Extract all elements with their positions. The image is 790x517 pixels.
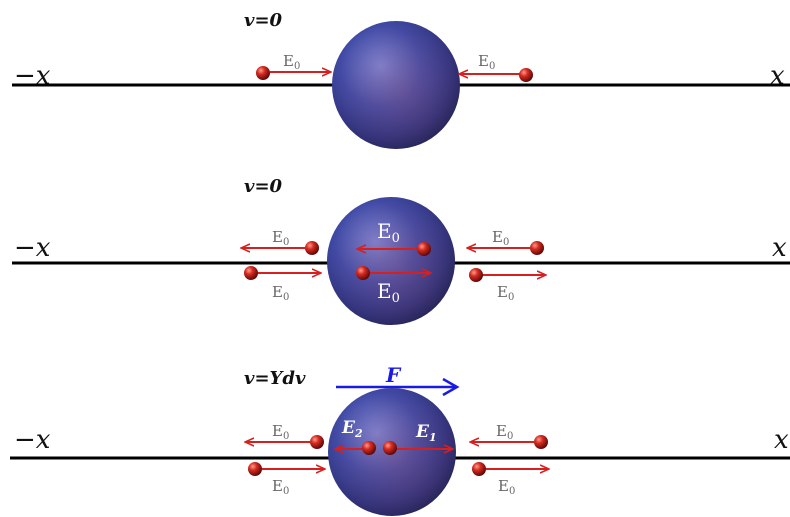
neg-x-label-2: −x [14,233,51,263]
energy-label: E0 [283,52,300,72]
particle-inner-right-2 [417,242,431,256]
particle-out-left-2 [305,241,319,255]
energy-label: E0 [478,52,495,72]
particle-in-right-3 [472,462,486,476]
panel-1: −x x v=0 E0 E0 [12,10,790,149]
particle-out-right-3 [534,435,548,449]
panel-2: −x x v=0 E0 E0 E0 E0 E0 E0 [12,176,790,325]
velocity-label-3: v=Ydv [244,368,306,389]
particle-in-right-2 [469,268,483,282]
panel-3: −x x v=Ydv F E0 E0 E2 E1 E0 E0 [10,363,790,516]
sphere-2 [327,197,455,325]
energy-label: E0 [272,283,289,303]
pos-x-label-3: x [774,425,789,455]
pos-x-label-2: x [772,233,787,263]
energy-label: E0 [492,228,509,248]
particle-inner-right-3 [383,441,397,455]
particle-inner-left-3 [362,441,376,455]
energy-label: E0 [272,228,289,248]
particle-in-left-3 [248,462,262,476]
particle-in-left-2 [244,266,258,280]
particle-inner-left-2 [356,266,370,280]
velocity-label-2: v=0 [244,176,283,197]
particle-right-1 [519,68,533,82]
energy-label: E0 [272,422,289,442]
energy-label: E0 [496,422,513,442]
particle-out-right-2 [530,241,544,255]
energy-label: E0 [498,477,515,497]
sphere-1 [332,21,460,149]
neg-x-label-3: −x [14,425,51,455]
energy-label: E0 [272,477,289,497]
particle-left-1 [256,66,270,80]
force-label: F [385,363,402,387]
velocity-label-1: v=0 [244,10,283,31]
particle-out-left-3 [310,435,324,449]
energy-label: E0 [497,283,514,303]
